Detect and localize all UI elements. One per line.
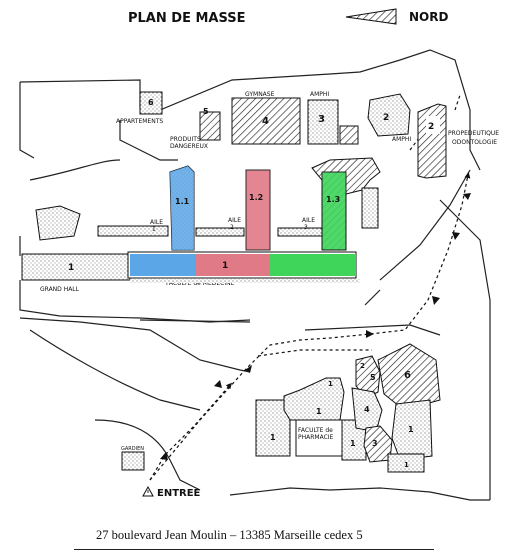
medecine-segment-red [196,254,270,276]
label-odontologie: ODONTOLOGIE [452,139,497,146]
label-aile-3: AILE [302,217,315,224]
label-faculte-medecine: FACULTE de MEDECINE [166,280,235,287]
building-number: 3 [372,439,378,448]
entrance-warning-icon [142,485,154,497]
label-aile-3-num: 3 [304,224,308,231]
corridor-aile-3 [277,227,323,237]
building-amphi-annex [339,125,359,145]
building-appartements [139,91,163,115]
building-number: 2 [360,362,365,370]
north-arrow-icon [345,8,397,25]
label-faculte-pharmacie-2: PHARMACIE [298,434,334,441]
building-number: 3 [318,114,325,125]
building-number: 1.3 [326,195,340,204]
building-amphi [307,99,339,145]
building-number: 1 [328,380,333,388]
label-produits: PRODUITS [170,136,201,143]
footer-rule [74,549,434,550]
label-amphi: AMPHI [310,91,329,98]
medecine-segment-green [270,254,356,276]
building-pharmacie-4 [351,387,383,433]
building-number: 6 [404,370,411,381]
site-outline [19,49,491,501]
building-number: 6 [148,98,154,107]
label-dangereux: DANGEREUX [170,143,208,150]
building-aile-1-3-east [361,187,379,229]
road-arrows [160,193,471,460]
label-faculte-pharmacie-1: FACULTE de [298,427,333,434]
label-amphi-right: AMPHI [392,136,411,143]
address-footer: 27 boulevard Jean Moulin – 13385 Marseil… [96,528,363,542]
label-gymnase: GYMNASE [245,91,275,98]
building-number: 1 [68,263,74,273]
building-pharmacie-label-box [295,419,343,457]
entrance-label: ENTREE [157,488,201,499]
corridor-aile-2 [195,227,245,237]
building-2-amphi [367,93,411,137]
label-propedeutique: PROPEDEUTIQUE [448,130,499,137]
building-number: 1 [404,461,409,469]
label-aile-1: AILE [150,219,163,226]
medecine-segment-blue [130,254,196,276]
building-number: 1.2 [249,193,263,202]
building-pharmacie-west [255,399,291,457]
building-gardien [121,451,145,471]
label-aile-2-num: 2 [230,224,234,231]
building-2-propedeutique [417,103,447,179]
building-number: 4 [262,116,269,127]
building-number: 1 [270,433,276,442]
label-aile-1-num: 1 [152,226,156,233]
plan-title: PLAN DE MASSE [128,11,246,26]
building-number: 1 [316,407,322,416]
building-number: 1.1 [175,197,190,206]
building-number: 2 [383,113,389,123]
building-produits-dangereux [199,111,221,141]
building-number: 5 [370,373,376,382]
building-number: 1 [222,261,228,271]
building-number: 1 [350,439,356,448]
compass-label: NORD [409,10,448,24]
building-number: 4 [364,405,370,414]
building-pharmacie-south [387,453,425,473]
building-pharmacie-6 [377,343,441,411]
label-grand-hall: GRAND HALL [40,286,80,293]
building-number: 5 [203,107,209,116]
label-aile-2: AILE [228,217,241,224]
building-left-small [35,205,81,241]
corridor-aile-1 [97,225,169,237]
label-gardien: GARDIEN [121,446,144,452]
building-pharmacie-5 [355,355,381,399]
building-number: 2 [428,122,434,132]
building-aile-1-3 [321,171,347,251]
building-grand-hall [21,253,131,281]
building-pharmacie-center [283,377,345,421]
building-aile-1-2 [245,169,271,251]
label-appartements: APPARTEMENTS [116,118,163,125]
building-gymnase [231,97,301,145]
building-number: 1 [408,425,414,434]
